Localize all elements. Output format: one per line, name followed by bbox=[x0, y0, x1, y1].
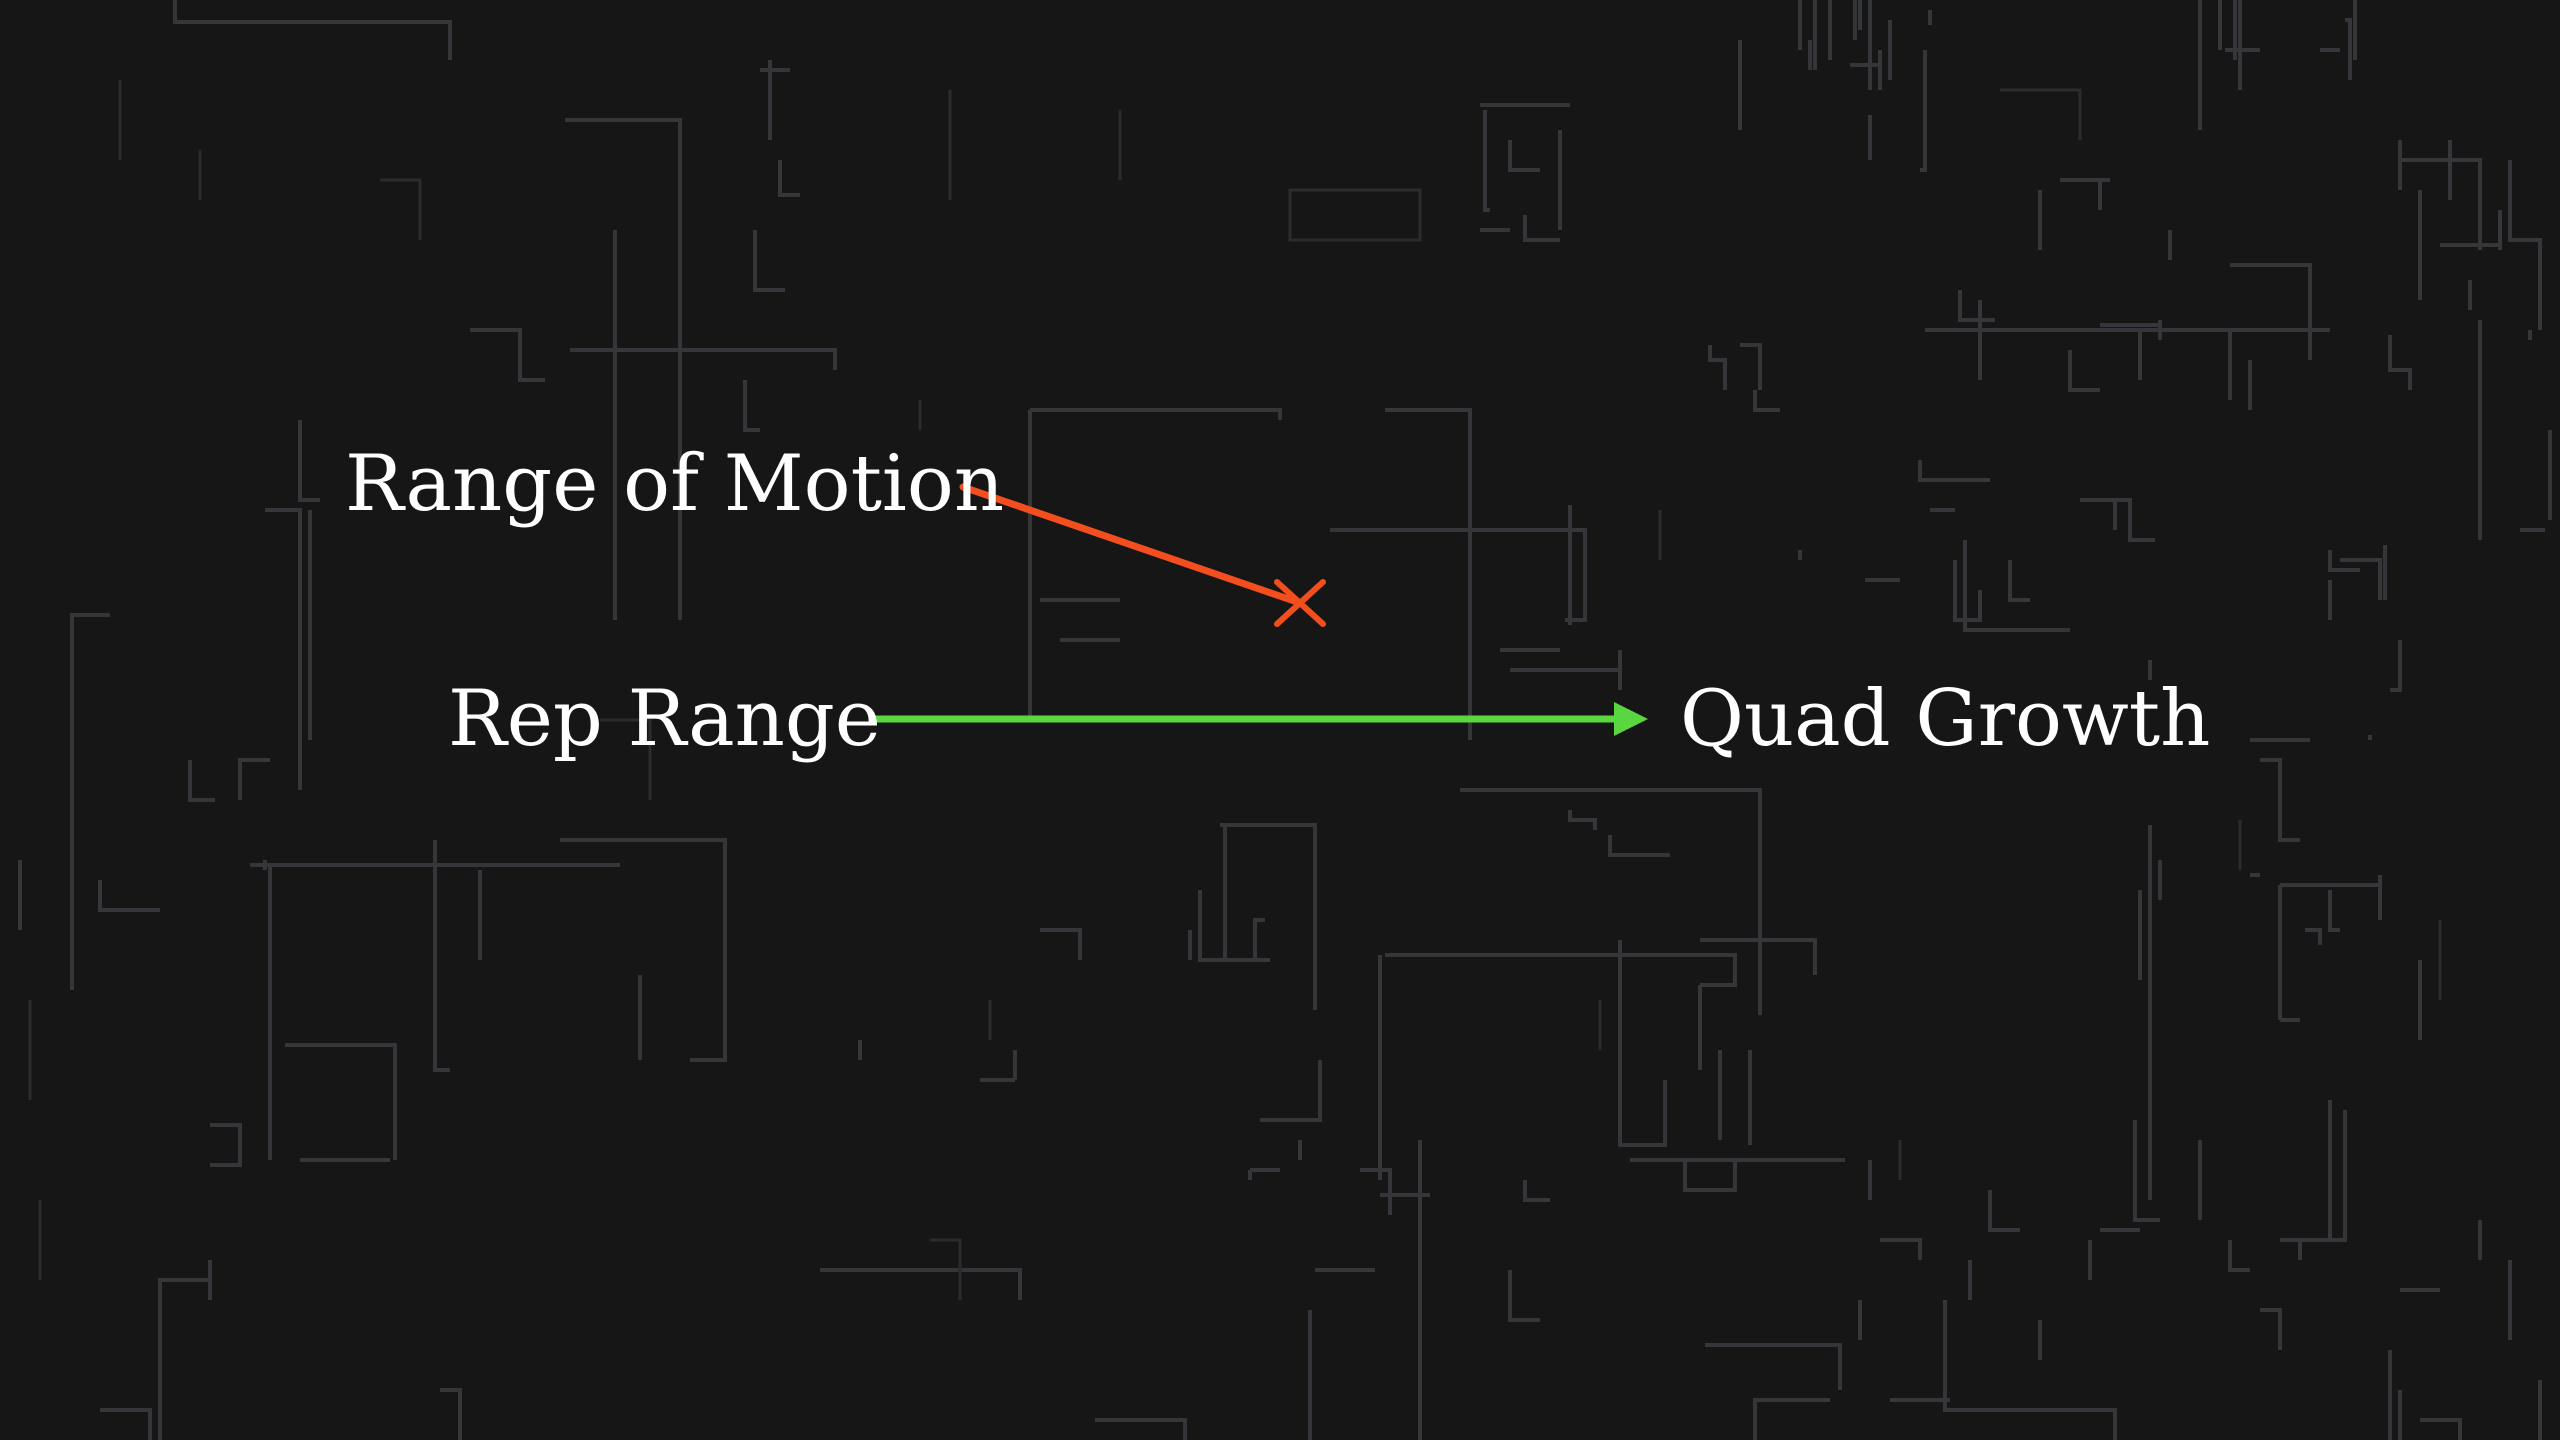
node-quad-growth: Quad Growth bbox=[1680, 674, 2210, 764]
arrow-head-icon bbox=[1614, 702, 1648, 736]
edge-range-of-motion-to-quad-growth bbox=[959, 483, 1326, 627]
x-icon bbox=[1274, 579, 1326, 627]
node-range-of-motion: Range of Motion bbox=[345, 439, 1004, 529]
node-rep-range: Rep Range bbox=[448, 674, 881, 764]
blocked-edge-line bbox=[959, 483, 1304, 607]
edge-rep-range-to-quad-growth bbox=[868, 702, 1648, 736]
